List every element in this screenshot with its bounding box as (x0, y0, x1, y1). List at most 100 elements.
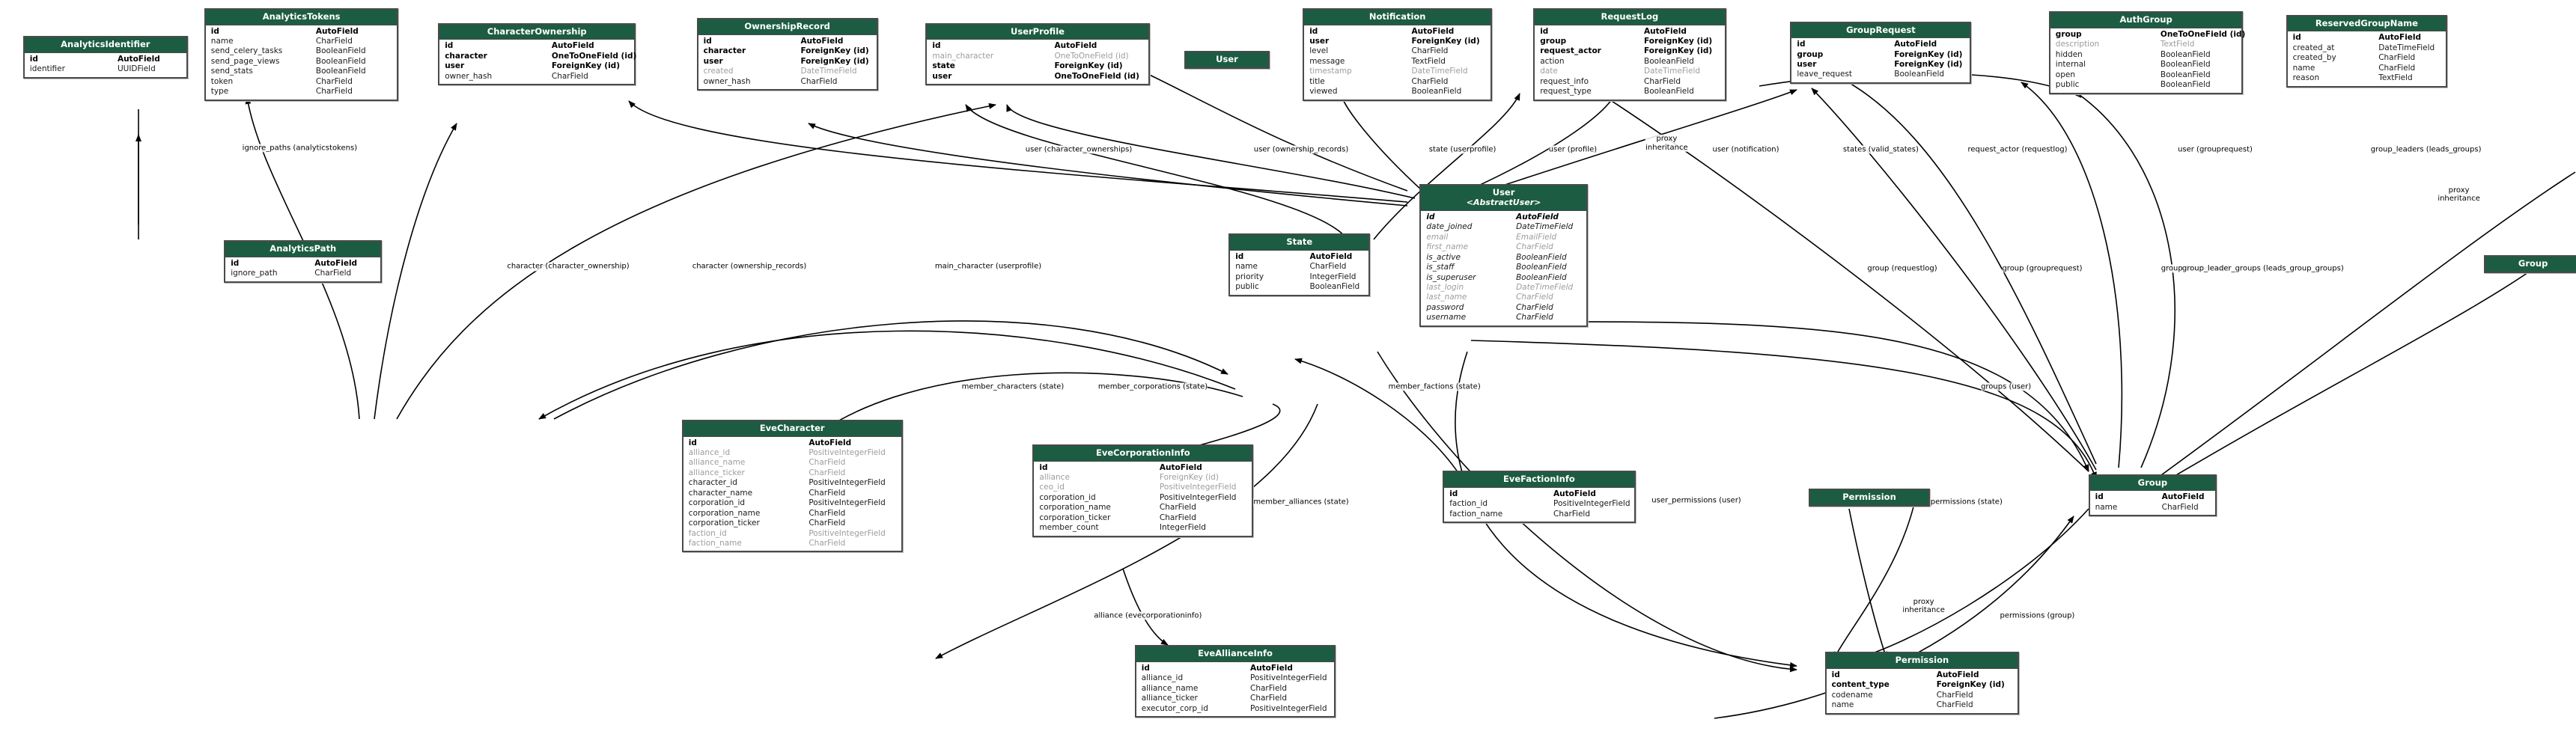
edge-label: states (valid_states) (1842, 145, 1919, 154)
field-name: user (1309, 37, 1330, 46)
field-type: BooleanField (1516, 252, 1567, 262)
field-type: IntegerField (1309, 272, 1356, 281)
edge-label: member_factions (state) (1388, 382, 1481, 391)
field-type: PositiveIntegerField (1159, 483, 1237, 492)
field-name: password (1426, 302, 1464, 312)
field-type: CharField (809, 468, 846, 477)
entity-title: AnalyticsPath (225, 242, 381, 257)
edge-label: proxy inheritance (1902, 597, 1945, 614)
field-type: AutoField (1054, 41, 1097, 51)
field-type: ForeignKey (id) (1159, 473, 1219, 482)
field-type: CharField (1159, 503, 1196, 513)
field-type: ForeignKey (id) (551, 61, 620, 71)
field-type: BooleanField (1644, 87, 1694, 97)
entity-permission[interactable]: Permission (1808, 489, 1931, 507)
field-type: IntegerField (1159, 523, 1206, 533)
field-name: id (445, 41, 454, 51)
entity-title: UserProfile (927, 24, 1148, 40)
entity-user[interactable]: User (1184, 51, 1270, 69)
field-name: faction_name (688, 538, 742, 548)
entity-title: ReservedGroupName (2287, 16, 2446, 32)
field-type: CharField (1309, 262, 1347, 272)
entity-group[interactable]: Group (2483, 255, 2576, 273)
field-name: faction_id (1449, 499, 1488, 509)
field-name: main_character (932, 51, 994, 61)
field-name: alliance_id (1141, 673, 1184, 683)
field-type: DateTimeField (1411, 67, 1468, 76)
field-type: EmailField (1516, 232, 1557, 242)
field-name: faction_id (688, 528, 727, 538)
field-name: character (703, 46, 746, 56)
entity-title: Group (2485, 257, 2576, 272)
edge-label: group_leader_groups (leads_group_groups) (2181, 264, 2344, 273)
field-name: username (1426, 313, 1467, 322)
field-name: email (1426, 232, 1449, 242)
field-name: last_name (1426, 293, 1467, 302)
field-type: ForeignKey (id) (1894, 60, 1963, 70)
field-name: name (1831, 700, 1854, 710)
field-type: CharField (1516, 242, 1553, 252)
field-name: ceo_id (1039, 483, 1065, 492)
field-row: alliance_id PositiveIntegerField (1136, 673, 1334, 683)
field-type: BooleanField (315, 46, 366, 56)
field-name: created_at (2292, 43, 2335, 52)
field-name: name (2292, 63, 2315, 73)
field-type: AutoField (809, 438, 852, 447)
edge-label: ignore_paths (analyticstokens) (242, 144, 358, 153)
field-name: corporation_name (1039, 503, 1111, 513)
field-type: PositiveIntegerField (1250, 673, 1327, 683)
field-name: user (703, 56, 723, 66)
field-type: ForeignKey (id) (1054, 61, 1123, 71)
field-name: state (932, 61, 955, 71)
field-name: send_stats (210, 67, 253, 76)
field-type: BooleanField (1516, 263, 1567, 272)
